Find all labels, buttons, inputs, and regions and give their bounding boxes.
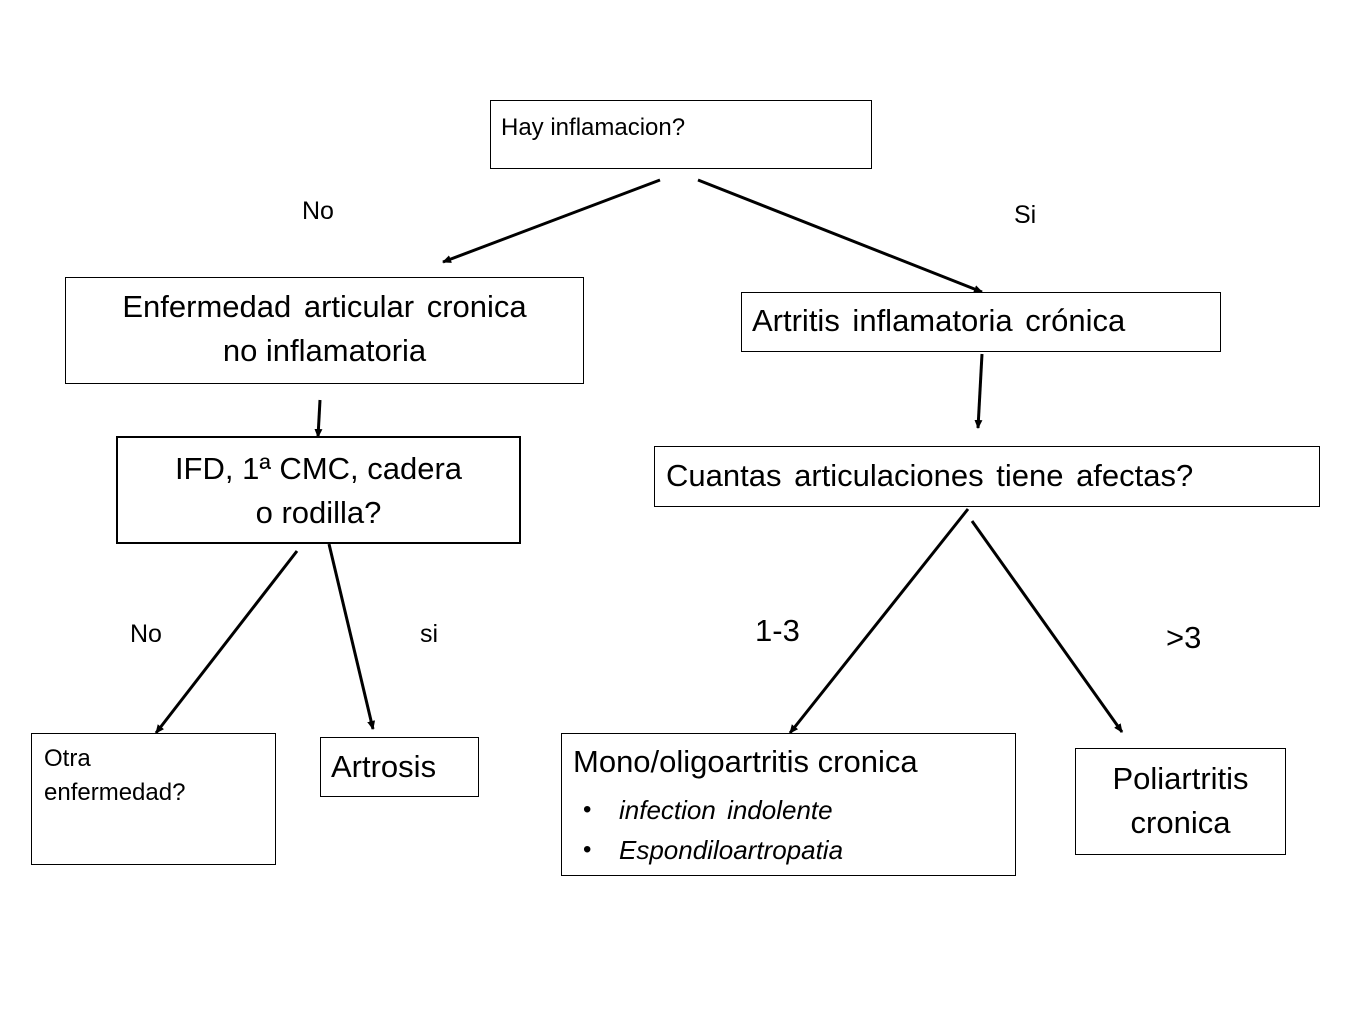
list-item-espondiloartropatia: Espondiloartropatia — [583, 830, 1015, 870]
node-cuantas-articulaciones-text: Cuantas articulaciones tiene afectas? — [666, 458, 1194, 493]
node-artritis-inflamatoria-text: Artritis inflamatoria crónica — [752, 303, 1126, 338]
node-mono-oligoartritis-list: infection indolente Espondiloartropatia — [573, 790, 1015, 870]
node-mono-oligoartritis: Mono/oligoartritis cronica infection ind… — [561, 733, 1016, 876]
node-hay-inflamacion: Hay inflamacion? — [490, 100, 872, 169]
arrow-cuantas-mono — [788, 508, 970, 734]
node-no-inflamatoria-line2: no inflamatoria — [222, 333, 427, 368]
edge-label-root-si: Si — [1014, 201, 1037, 229]
edge-label-ifd-no: No — [130, 620, 162, 648]
node-mono-oligoartritis-title: Mono/oligoartritis cronica — [573, 744, 918, 779]
arrow-inflam-cuantas — [974, 353, 984, 429]
arrow-ifd-artrosis — [327, 543, 376, 730]
list-item-infection-indolente: infection indolente — [583, 790, 1015, 830]
node-artrosis-text: Artrosis — [331, 749, 437, 784]
node-poliartritis: Poliartritis cronica — [1075, 748, 1286, 855]
node-cuantas-articulaciones: Cuantas articulaciones tiene afectas? — [654, 446, 1320, 507]
arrow-cuantas-poli — [970, 520, 1124, 733]
node-otra-enfermedad: Otra enfermedad? — [31, 733, 276, 865]
edge-label-ifd-si: si — [420, 620, 439, 648]
edge-label-gt3: >3 — [1166, 620, 1202, 655]
arrow-ifd-otra — [154, 550, 299, 734]
node-hay-inflamacion-text: Hay inflamacion? — [501, 114, 686, 141]
node-no-inflamatoria-line1: Enfermedad articular cronica — [122, 289, 527, 324]
arrow-root-si — [697, 178, 983, 294]
node-ifd-cmc: IFD, 1ª CMC, cadera o rodilla? — [116, 436, 521, 544]
node-poliartritis-line2: cronica — [1130, 805, 1231, 840]
arrow-root-no — [442, 178, 661, 264]
node-ifd-cmc-line1: IFD, 1ª CMC, cadera — [174, 451, 463, 486]
node-artrosis: Artrosis — [320, 737, 479, 797]
node-otra-enfermedad-line2: enfermedad? — [44, 779, 186, 806]
arrow-noinflam-ifd — [314, 399, 323, 438]
node-poliartritis-line1: Poliartritis — [1112, 761, 1249, 796]
node-ifd-cmc-line2: o rodilla? — [255, 495, 382, 530]
edge-label-1-3: 1-3 — [755, 613, 800, 648]
edge-label-root-no: No — [302, 197, 334, 225]
node-otra-enfermedad-line1: Otra — [44, 745, 91, 772]
node-artritis-inflamatoria: Artritis inflamatoria crónica — [741, 292, 1221, 352]
node-no-inflamatoria: Enfermedad articular cronica no inflamat… — [65, 277, 584, 384]
